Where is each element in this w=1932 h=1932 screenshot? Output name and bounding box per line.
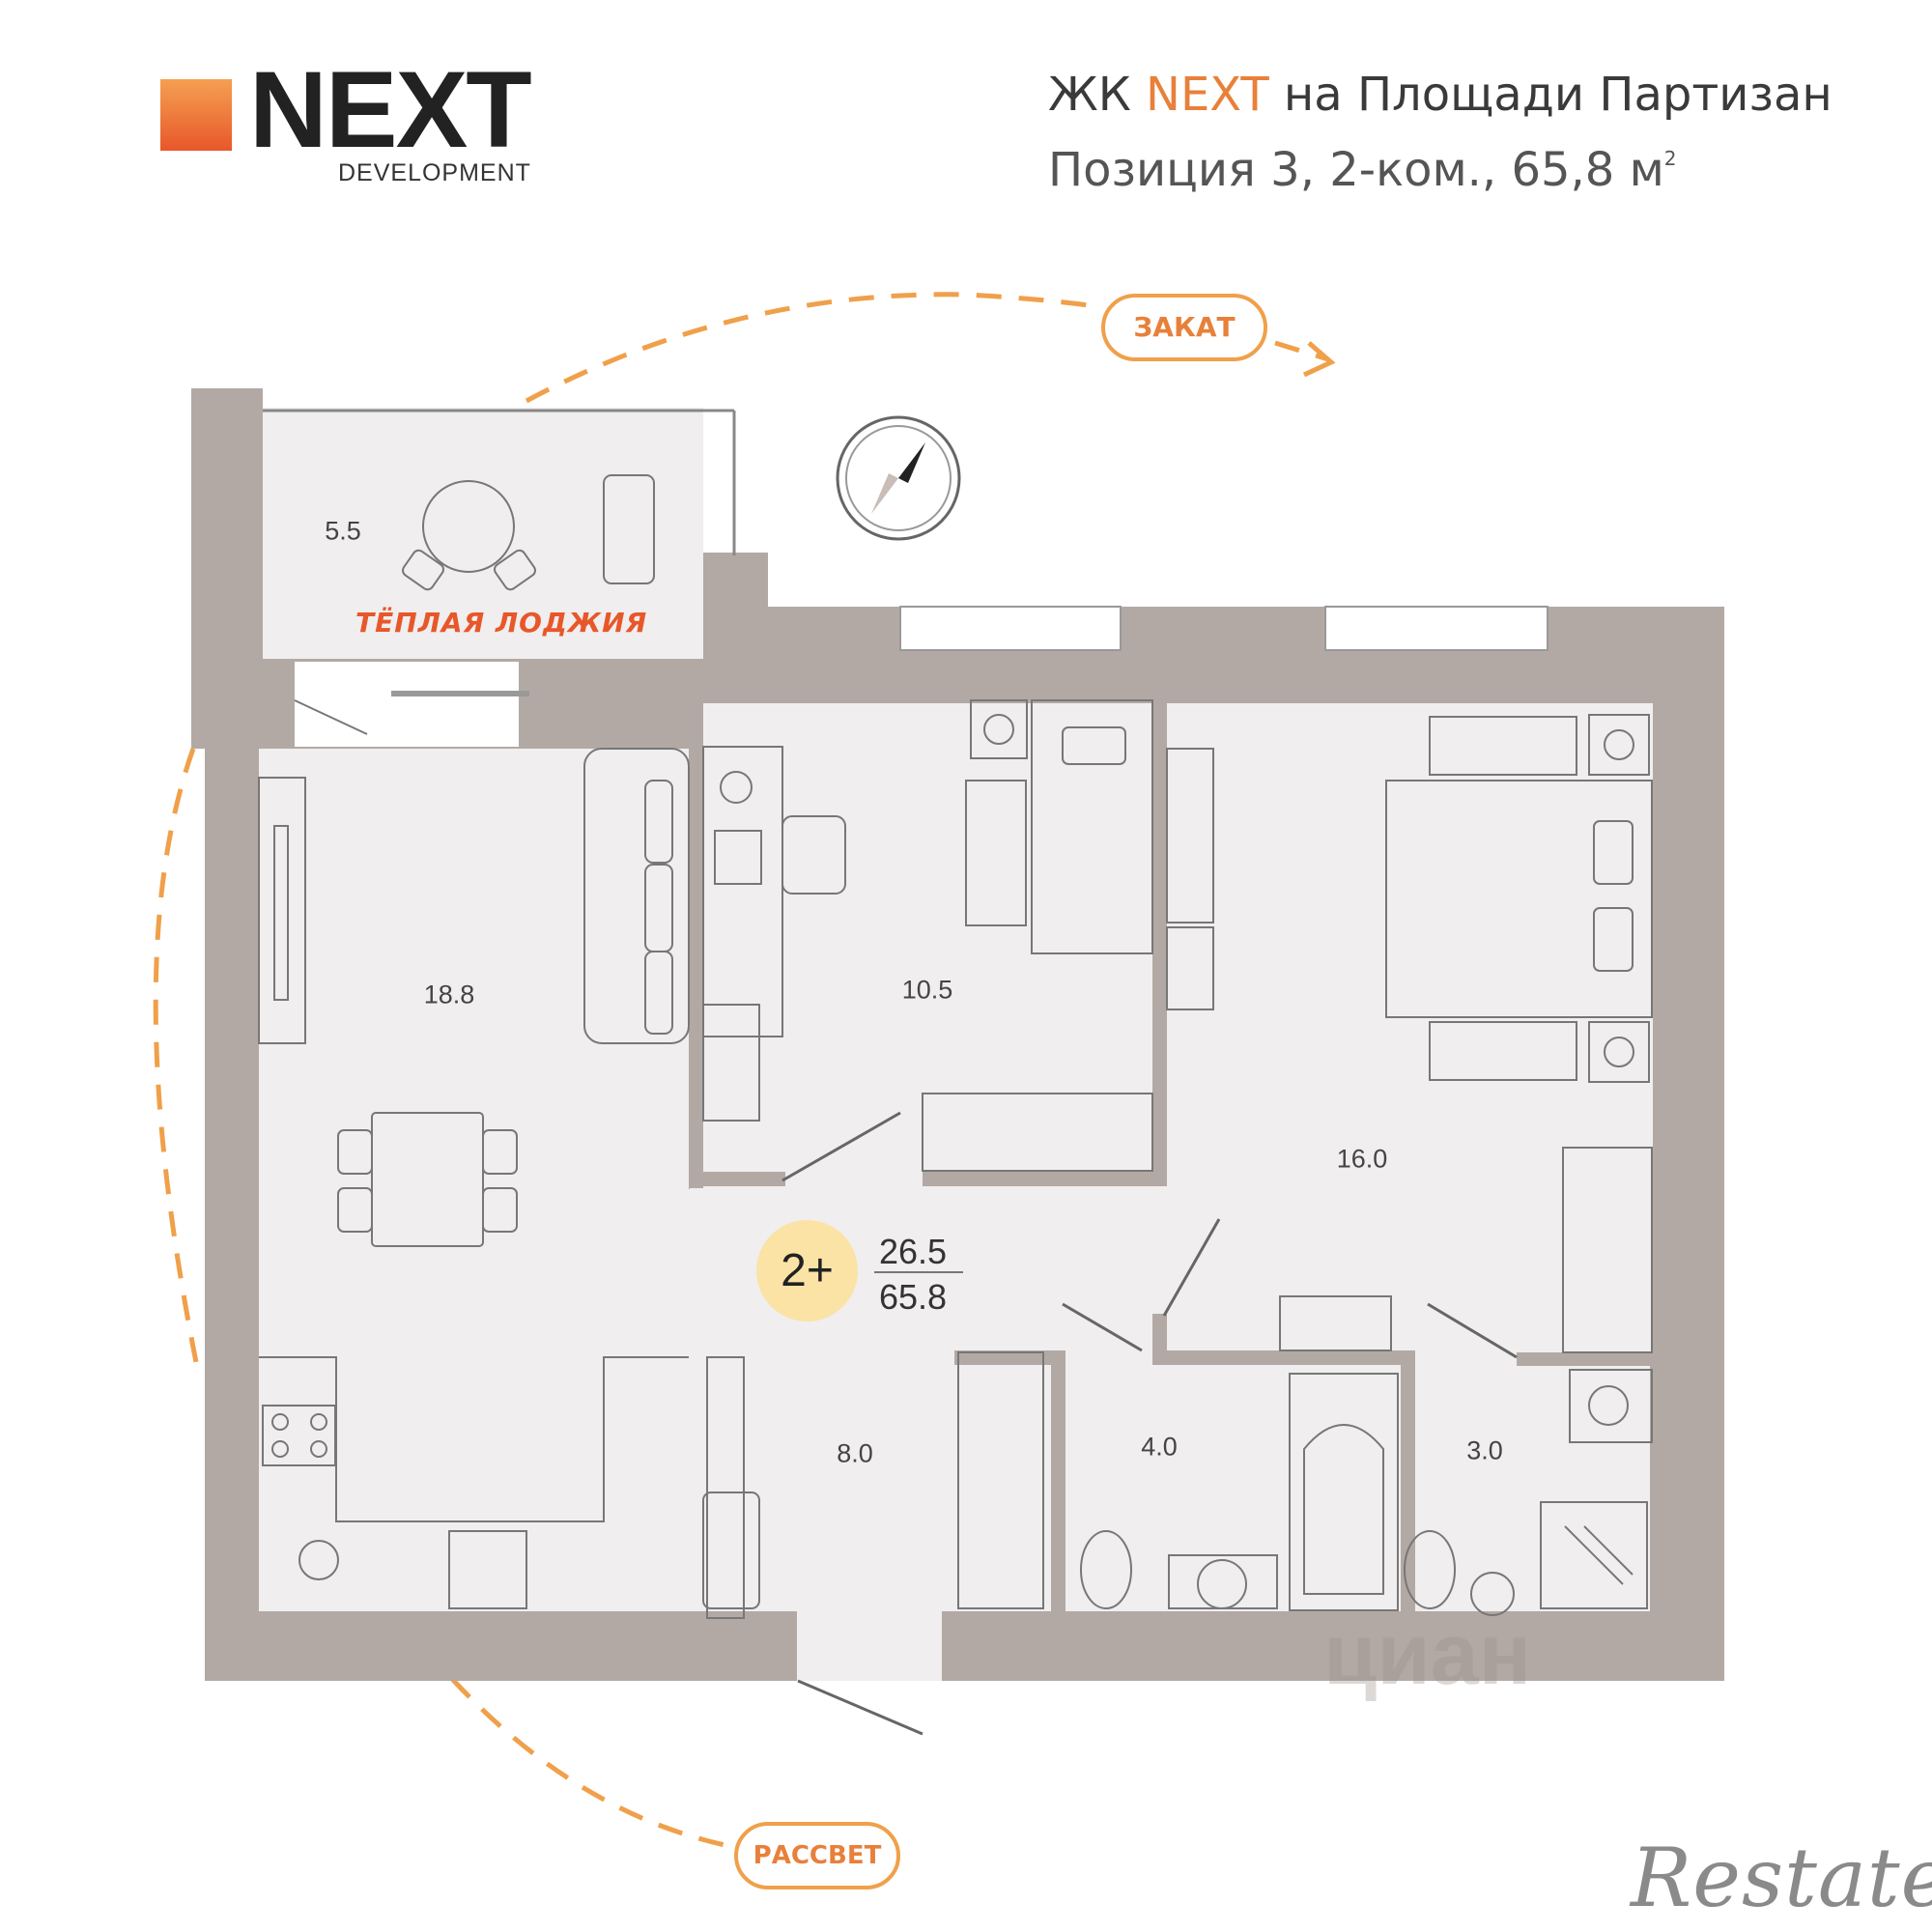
bedroom-small-floor bbox=[703, 703, 1152, 1186]
sunset-label: ЗАКАТ bbox=[1101, 294, 1267, 361]
wardrobe-icon bbox=[922, 1093, 1153, 1172]
complex-title-brand: NEXT bbox=[1146, 68, 1269, 122]
apartment-subtitle-text: Позиция 3, 2-ком., 65,8 м bbox=[1048, 143, 1664, 197]
room-area-bedroom-large: 16.0 bbox=[1336, 1144, 1388, 1174]
wall-bath-top bbox=[1152, 1350, 1411, 1365]
wall-wc-side bbox=[1401, 1350, 1415, 1611]
loggia-floor bbox=[263, 408, 703, 659]
complex-title: ЖК NEXT на Площади Партизан bbox=[1048, 68, 1833, 122]
bed-icon bbox=[965, 699, 1153, 954]
sunrise-label: РАССВЕТ bbox=[734, 1822, 900, 1889]
shower-icon bbox=[1540, 1501, 1648, 1609]
compass-icon bbox=[836, 415, 961, 541]
room-area-wc: 3.0 bbox=[1466, 1435, 1503, 1465]
window-bedroom-small bbox=[899, 606, 1122, 651]
area-divider bbox=[874, 1271, 963, 1273]
double-bed-icon bbox=[1166, 714, 1653, 1353]
loggia-door-opening bbox=[295, 662, 519, 747]
room-area-loggia: 5.5 bbox=[325, 516, 361, 546]
cian-watermark: циан bbox=[1323, 1606, 1532, 1703]
logo-subtitle: DEVELOPMENT bbox=[338, 159, 531, 186]
sofa-icon bbox=[583, 748, 690, 1044]
area-unit-superscript: 2 bbox=[1663, 147, 1677, 170]
living-room-floor bbox=[259, 749, 689, 1611]
sunrise-arc bbox=[450, 1677, 735, 1850]
sunset-arc-tail bbox=[1274, 340, 1329, 362]
sunset-arc bbox=[525, 292, 1102, 404]
wall-bath-left bbox=[954, 1350, 1061, 1365]
room-area-living: 18.8 bbox=[423, 980, 475, 1009]
complex-title-prefix: ЖК bbox=[1048, 68, 1147, 122]
cabinet-icon bbox=[957, 1351, 1044, 1609]
total-area-value: 65.8 bbox=[879, 1277, 948, 1317]
toilet-icon bbox=[1080, 1530, 1456, 1609]
desk-icon bbox=[702, 746, 846, 1122]
table-icon bbox=[402, 474, 655, 591]
entrance-floor bbox=[797, 1611, 942, 1681]
west-arc bbox=[153, 748, 201, 1373]
room-area-bedroom-small: 10.5 bbox=[901, 975, 953, 1005]
loggia-label: ТЁПЛАЯ ЛОДЖИЯ bbox=[355, 607, 648, 639]
sink-icon bbox=[1168, 1554, 1515, 1616]
door-bedroom-small bbox=[781, 1111, 901, 1182]
room-area-hall: 8.0 bbox=[837, 1438, 873, 1468]
logo-mark bbox=[160, 79, 232, 151]
door-bedroom-large bbox=[1162, 1218, 1221, 1317]
dining-table-icon bbox=[337, 1112, 518, 1247]
wall-stub-1 bbox=[689, 1172, 785, 1186]
complex-title-suffix: на Площади Партизан bbox=[1268, 68, 1833, 122]
door-wc bbox=[1427, 1302, 1518, 1359]
washer-icon bbox=[1569, 1369, 1653, 1443]
bedroom-large-floor bbox=[1167, 703, 1653, 1352]
living-area-value: 26.5 bbox=[879, 1232, 948, 1271]
wall-bath-side bbox=[1051, 1350, 1065, 1611]
window-bedroom-large bbox=[1324, 606, 1548, 651]
rooms-badge-text: 2+ bbox=[781, 1245, 834, 1296]
wall-bedrooms bbox=[1152, 703, 1167, 1186]
restate-watermark: Restate bbox=[1631, 1831, 1932, 1925]
wall-wc-top bbox=[1517, 1352, 1652, 1366]
apartment-subtitle: Позиция 3, 2-ком., 65,8 м2 bbox=[1048, 143, 1677, 197]
rooms-badge bbox=[756, 1220, 858, 1321]
hall-floor-2 bbox=[954, 1352, 1650, 1611]
sunset-arrow-icon bbox=[1302, 341, 1336, 378]
door-entrance bbox=[797, 1679, 923, 1736]
logo-text: NEXT bbox=[249, 49, 532, 170]
wall-living-bedroom bbox=[689, 744, 703, 1188]
bathtub-icon bbox=[1289, 1373, 1399, 1611]
door-bathroom bbox=[1062, 1302, 1143, 1352]
wall-stub-2 bbox=[923, 1172, 1152, 1186]
room-area-bathroom: 4.0 bbox=[1141, 1432, 1178, 1462]
kitchen-counter-icon bbox=[259, 1356, 760, 1619]
tv-stand-icon bbox=[258, 777, 306, 1044]
